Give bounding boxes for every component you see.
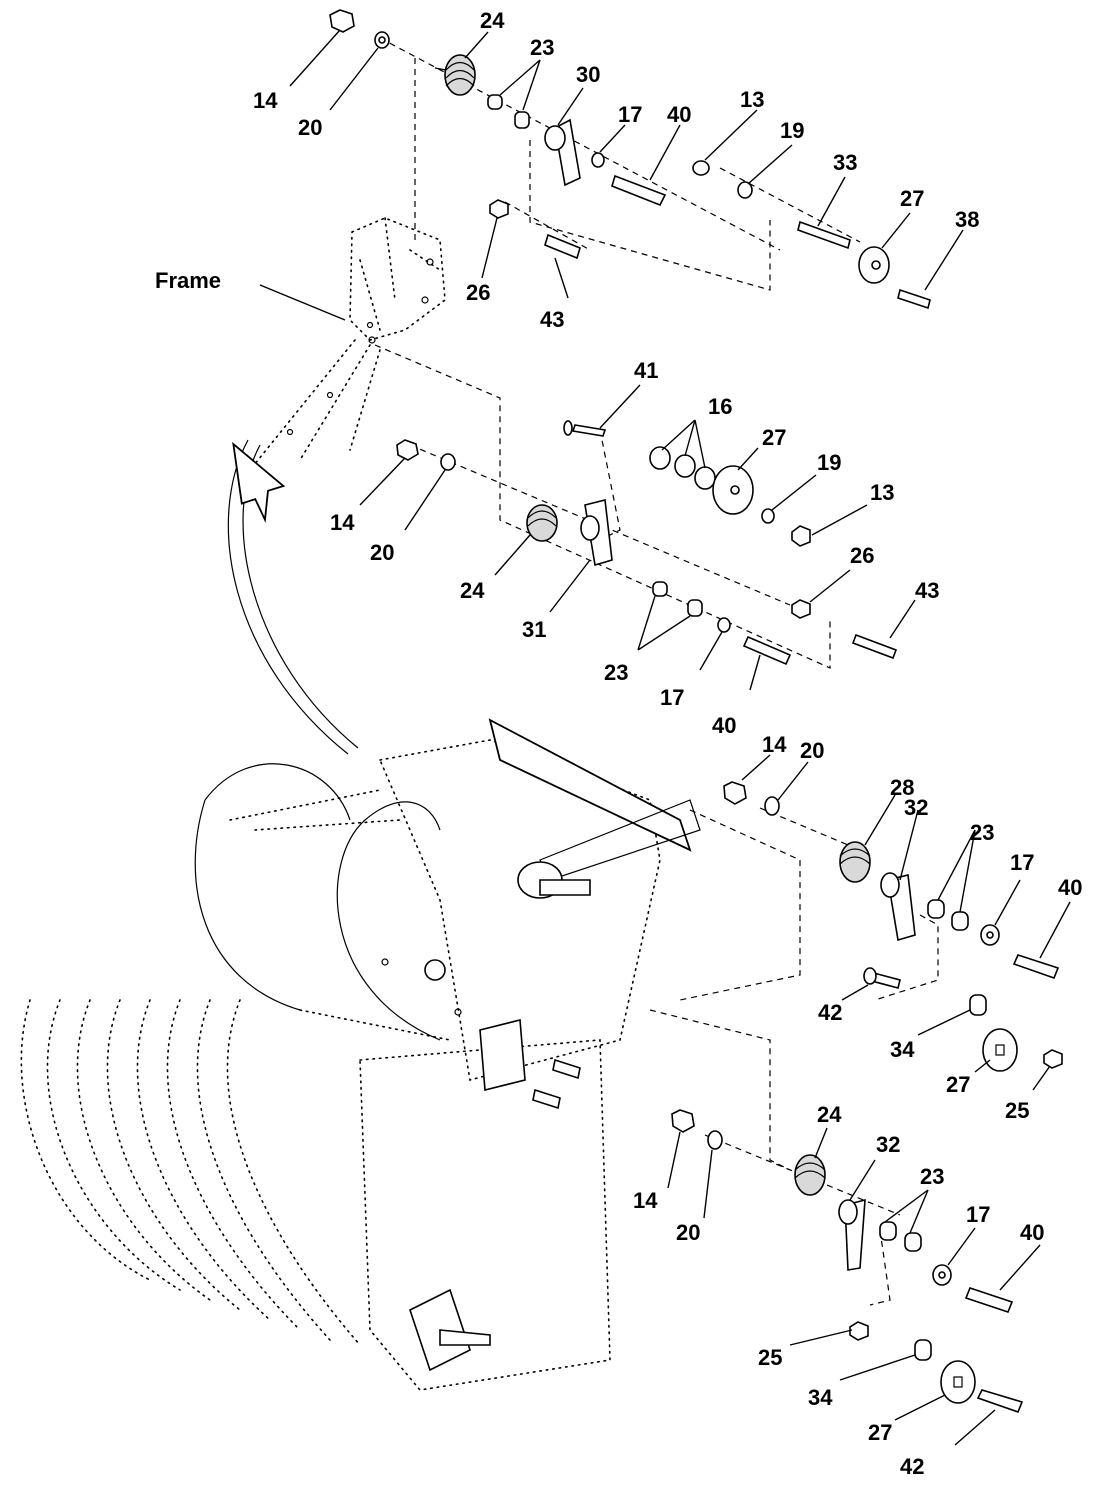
callout-c33: 23 (970, 820, 994, 845)
callout-c24: 26 (850, 543, 874, 568)
callout-c7: 40 (667, 102, 691, 127)
callout-c25: 43 (915, 578, 939, 603)
callout-leaders-middle (359, 384, 916, 691)
callout-leaders-bottom (667, 1127, 1041, 1446)
callout-c28: 40 (712, 713, 736, 738)
callout-c35: 40 (1058, 875, 1082, 900)
callout-leaders-right (741, 754, 1071, 1091)
callout-c13: 26 (466, 280, 490, 305)
callout-c37: 34 (890, 1037, 915, 1062)
callout-c32: 32 (904, 795, 928, 820)
callout-c50: 42 (900, 1454, 924, 1479)
callout-c41: 32 (876, 1132, 900, 1157)
callout-c26: 23 (604, 660, 628, 685)
callout-c49: 27 (868, 1420, 892, 1445)
callout-c34: 17 (1010, 850, 1034, 875)
callout-c12: 38 (955, 207, 979, 232)
callout-c16: 16 (708, 394, 732, 419)
callout-c44: 20 (676, 1220, 700, 1245)
callout-c42: 23 (920, 1164, 944, 1189)
callout-c29: 14 (762, 732, 787, 757)
machine-housing (20, 718, 701, 1391)
callout-c46: 40 (1020, 1220, 1044, 1245)
callout-c20: 14 (330, 510, 355, 535)
callout-c23: 31 (522, 617, 546, 642)
callout-leaders (289, 29, 964, 299)
callout-c40: 24 (817, 1102, 842, 1127)
curved-arrow (227, 439, 359, 755)
callout-c1: 14 (253, 88, 278, 113)
callout-c9: 19 (780, 118, 804, 143)
callout-c11: 27 (900, 186, 924, 211)
callout-c27: 17 (660, 685, 684, 710)
callout-c31: 28 (890, 775, 914, 800)
callout-c18: 19 (817, 450, 841, 475)
top-assembly (329, 9, 931, 310)
callout-c36: 42 (818, 1000, 842, 1025)
middle-assembly (374, 344, 898, 669)
callout-c15: 41 (634, 358, 658, 383)
callout-c4: 23 (530, 35, 554, 60)
callout-c5: 30 (576, 62, 600, 87)
right-middle-assembly (649, 781, 1063, 1171)
callout-c19: 13 (870, 480, 894, 505)
callout-c17: 27 (762, 425, 786, 450)
callout-c47: 25 (758, 1345, 782, 1370)
callout-c2: 20 (298, 115, 322, 140)
callout-c21: 20 (370, 540, 394, 565)
bottom-assembly (671, 1109, 1024, 1414)
callout-c38: 27 (946, 1072, 970, 1097)
callout-c39: 25 (1005, 1098, 1029, 1123)
callout-c6: 17 (618, 102, 642, 127)
frame-label: Frame (155, 268, 221, 293)
callout-c30: 20 (800, 738, 824, 763)
callout-c43: 14 (633, 1188, 658, 1213)
frame-bracket (249, 217, 446, 471)
callout-c48: 34 (808, 1385, 833, 1410)
callout-c10: 33 (833, 150, 857, 175)
callout-numbers: 14 20 24 23 30 17 40 13 19 33 27 38 26 4… (253, 8, 1082, 1479)
callout-c14: 43 (540, 307, 564, 332)
callout-c8: 13 (740, 87, 764, 112)
callout-c22: 24 (460, 578, 485, 603)
callout-c3: 24 (480, 8, 505, 33)
callout-c45: 17 (966, 1202, 990, 1227)
